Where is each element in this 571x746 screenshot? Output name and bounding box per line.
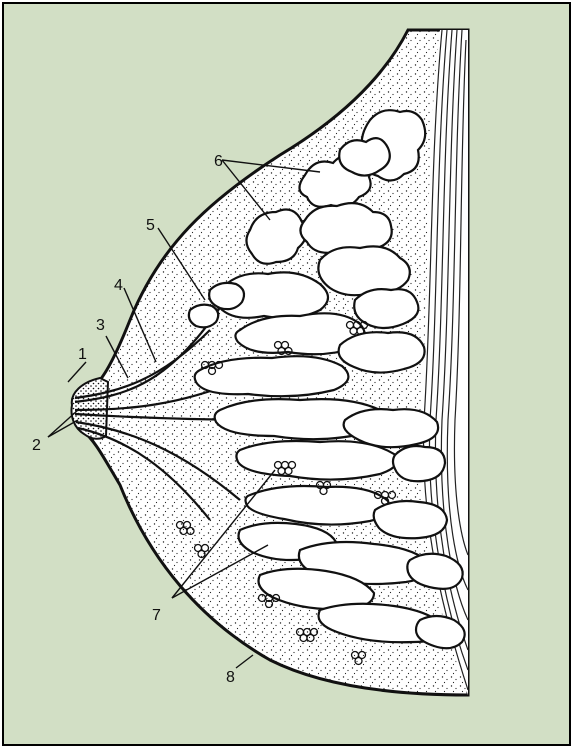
label-6: 6 bbox=[214, 153, 223, 170]
label-1: 1 bbox=[78, 346, 87, 363]
svg-text:4: 4 bbox=[114, 277, 123, 294]
label-7: 7 bbox=[152, 607, 161, 624]
label-4: 4 bbox=[114, 277, 123, 294]
label-8: 8 bbox=[226, 669, 235, 686]
label-5: 5 bbox=[146, 217, 155, 234]
svg-text:2: 2 bbox=[32, 437, 41, 454]
svg-text:8: 8 bbox=[226, 669, 235, 686]
svg-text:1: 1 bbox=[78, 346, 87, 363]
label-3: 3 bbox=[96, 317, 105, 334]
svg-text:7: 7 bbox=[152, 607, 161, 624]
svg-text:5: 5 bbox=[146, 217, 155, 234]
label-2: 2 bbox=[32, 437, 41, 454]
svg-text:6: 6 bbox=[214, 153, 223, 170]
svg-text:3: 3 bbox=[96, 317, 105, 334]
